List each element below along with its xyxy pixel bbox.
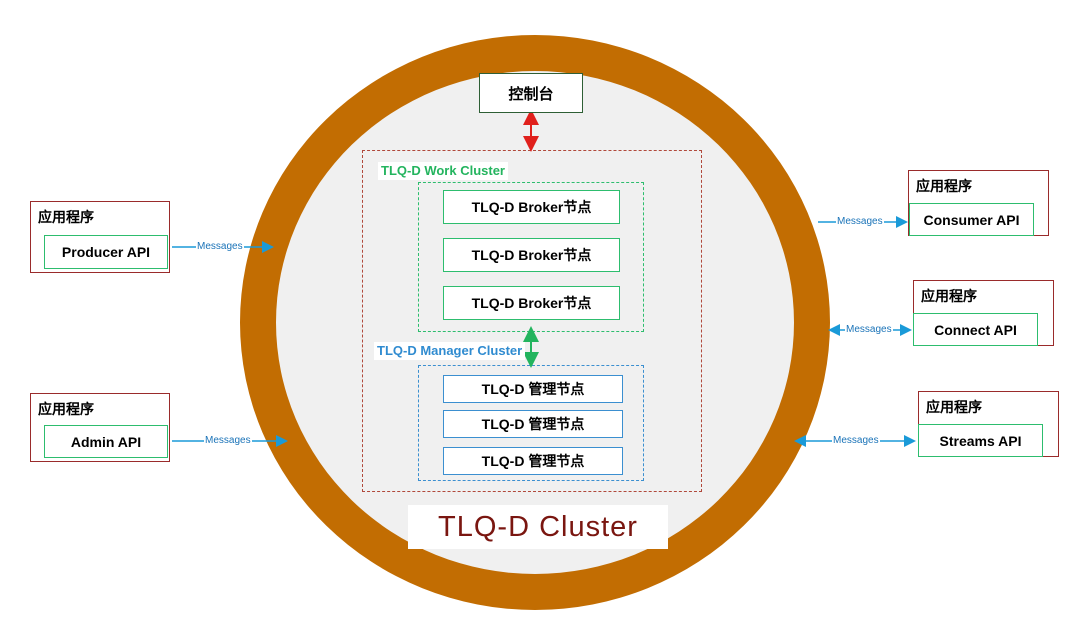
application-title: 应用程序	[38, 209, 94, 225]
streams-message-label: Messages	[832, 435, 880, 446]
cluster-title: TLQ-D Cluster	[408, 505, 668, 549]
application-title: 应用程序	[926, 399, 982, 415]
application-title: 应用程序	[916, 178, 972, 194]
application-title: 应用程序	[921, 288, 977, 304]
application-title: 应用程序	[38, 401, 94, 417]
manager-cluster-label: TLQ-D Manager Cluster	[374, 342, 526, 360]
work-cluster-label: TLQ-D Work Cluster	[378, 162, 508, 180]
streams-api-box[interactable]: Streams API	[918, 424, 1043, 457]
producer-api-box[interactable]: Producer API	[44, 235, 168, 269]
admin-api-box[interactable]: Admin API	[44, 425, 168, 458]
manager-node[interactable]: TLQ-D 管理节点	[443, 410, 623, 438]
producer-message-label: Messages	[196, 241, 244, 252]
manager-node[interactable]: TLQ-D 管理节点	[443, 375, 623, 403]
broker-node[interactable]: TLQ-D Broker节点	[443, 286, 620, 320]
consumer-api-box[interactable]: Consumer API	[909, 203, 1034, 236]
connect-api-box[interactable]: Connect API	[913, 313, 1038, 346]
console-box[interactable]: 控制台	[479, 73, 583, 113]
consumer-message-label: Messages	[836, 216, 884, 227]
broker-node[interactable]: TLQ-D Broker节点	[443, 190, 620, 224]
admin-message-label: Messages	[204, 435, 252, 446]
broker-node[interactable]: TLQ-D Broker节点	[443, 238, 620, 272]
connect-message-label: Messages	[845, 324, 893, 335]
manager-node[interactable]: TLQ-D 管理节点	[443, 447, 623, 475]
